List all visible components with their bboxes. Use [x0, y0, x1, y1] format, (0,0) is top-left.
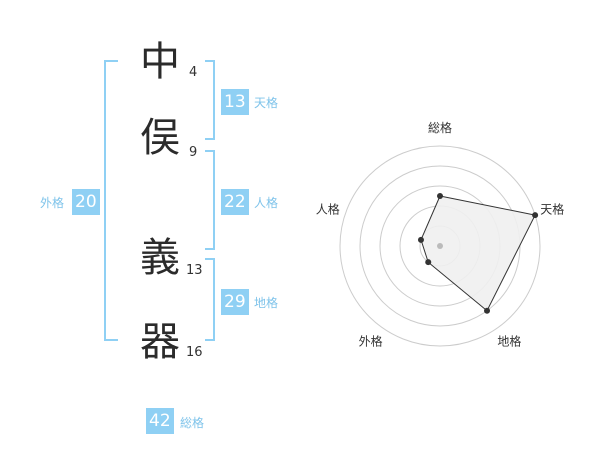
chikaku-value: 29: [221, 289, 249, 315]
jinkaku-label: 人格: [254, 196, 279, 210]
radar-axis-label: 外格: [359, 334, 383, 349]
radar-point: [437, 193, 443, 199]
stroke-count-2: 9: [189, 145, 198, 160]
chikaku-bracket: [205, 258, 215, 341]
radar-axis-label: 地格: [497, 334, 521, 349]
soukaku-label: 総格: [180, 416, 205, 430]
soukaku-value: 42: [146, 408, 174, 434]
radar-axis-label: 総格: [428, 120, 452, 135]
gaikaku-value: 20: [72, 189, 100, 215]
radar-point: [532, 212, 539, 219]
radar-polygon: [420, 195, 536, 312]
gaikaku-bracket: [104, 60, 118, 341]
radar-center-dot: [437, 243, 443, 249]
tenkaku-value: 13: [221, 89, 249, 115]
radar-axis-label: 天格: [540, 202, 564, 217]
stroke-count-1: 4: [189, 65, 198, 80]
radar-axis-label: 人格: [316, 202, 340, 217]
radar-points: [417, 193, 539, 314]
jinkaku-bracket: [205, 150, 215, 250]
radar-ring: [339, 145, 541, 347]
chikaku-label: 地格: [254, 296, 279, 310]
stroke-count-3: 13: [186, 263, 203, 278]
name-char-2: 俣: [140, 115, 180, 161]
name-char-4: 器: [140, 319, 180, 365]
name-char-3: 義: [140, 235, 180, 281]
stroke-count-4: 16: [186, 345, 203, 360]
tenkaku-bracket: [205, 60, 215, 140]
tenkaku-label: 天格: [254, 96, 279, 110]
gaikaku-label: 外格: [40, 196, 65, 210]
jinkaku-value: 22: [221, 189, 249, 215]
name-char-1: 中: [140, 39, 180, 85]
radar-point: [425, 259, 432, 266]
radar-point: [484, 307, 491, 314]
radar-point: [417, 236, 424, 243]
